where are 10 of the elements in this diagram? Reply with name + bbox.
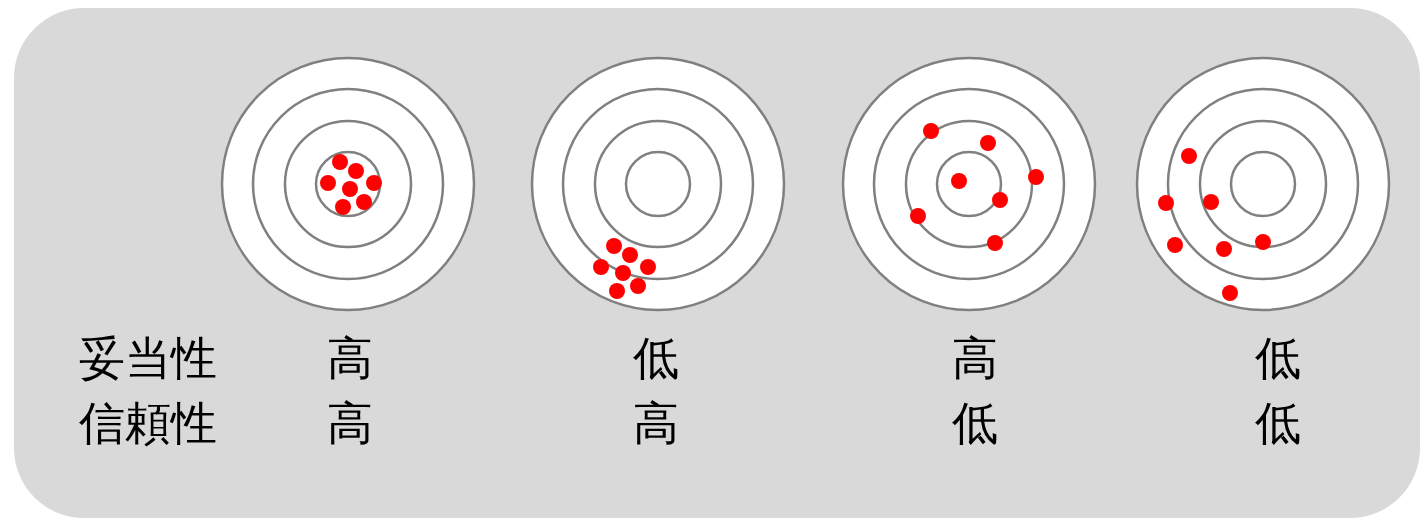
rating-text: 低: [633, 330, 679, 386]
rating-text: 低: [1255, 330, 1301, 386]
rating-text: 高: [327, 395, 373, 451]
rating-text: 低: [952, 395, 998, 451]
rating-text: 高: [633, 395, 679, 451]
rating-text: 高: [327, 330, 373, 386]
rating-text: 高: [952, 330, 998, 386]
rating-text: 低: [1255, 395, 1301, 451]
row-heading: 信頼性: [79, 395, 217, 451]
row-heading: 妥当性: [79, 330, 217, 386]
